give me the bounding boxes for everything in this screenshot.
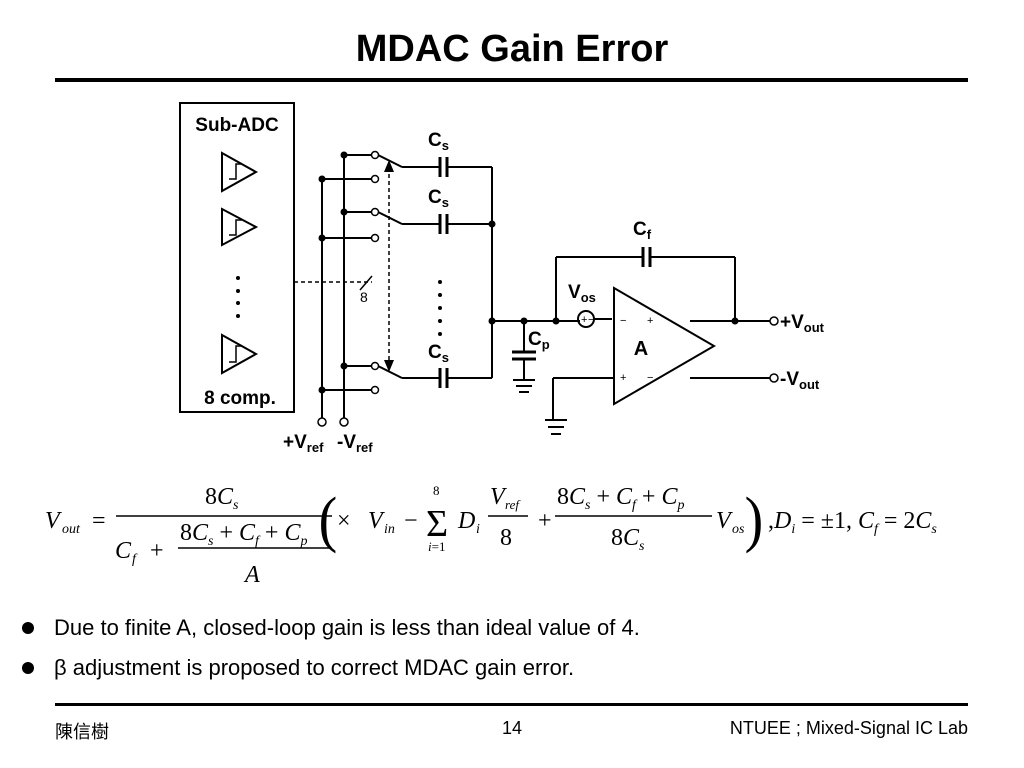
svg-text:8Cs + Cf + Cp: 8Cs + Cf + Cp <box>557 484 684 513</box>
bullet-text: β adjustment is proposed to correct MDAC… <box>54 655 575 680</box>
svg-text:−: − <box>404 508 418 534</box>
svg-text:Cs: Cs <box>428 342 449 365</box>
svg-text:Cs: Cs <box>428 130 449 153</box>
svg-text:V: V <box>368 508 385 534</box>
svg-text:-Vref: -Vref <box>337 432 373 455</box>
svg-text:Cs: Cs <box>428 187 449 210</box>
svg-text:8: 8 <box>433 483 440 498</box>
footer-lab: NTUEE ; Mixed-Signal IC Lab <box>729 718 968 738</box>
svg-text:f: f <box>132 552 138 567</box>
svg-text:+: + <box>150 538 164 564</box>
comparator-count-label: 8 comp. <box>204 388 276 409</box>
svg-text:8Cs + Cf + Cp: 8Cs + Cf + Cp <box>180 520 307 549</box>
svg-text:D: D <box>457 508 475 534</box>
svg-text:Vos: Vos <box>568 282 596 305</box>
svg-text:Cp: Cp <box>528 329 550 352</box>
svg-text:i: i <box>476 522 480 537</box>
svg-text:-Vout: -Vout <box>780 369 820 392</box>
svg-text:×: × <box>337 508 351 534</box>
svg-text:out: out <box>62 522 81 537</box>
svg-text:+: + <box>620 372 626 384</box>
svg-text:V: V <box>490 484 507 510</box>
footer-divider <box>55 703 968 706</box>
svg-text:8Cs: 8Cs <box>611 525 645 554</box>
gain-equation: V out = 8Cs 8Cs + Cf + Cp C f + A × ( V … <box>45 483 937 588</box>
svg-text:+Vref: +Vref <box>283 432 324 455</box>
svg-text:8Cs: 8Cs <box>205 484 239 513</box>
svg-text:A: A <box>634 338 648 360</box>
svg-text:Σ: Σ <box>426 503 448 545</box>
svg-text:V: V <box>45 508 62 534</box>
bullet-dot-icon <box>22 662 34 674</box>
svg-text:−: − <box>620 315 626 327</box>
svg-text:−: − <box>588 314 594 326</box>
svg-text:+: + <box>581 314 587 326</box>
subadc-box <box>179 102 295 413</box>
page-number: 14 <box>501 718 523 738</box>
footer-author: 陳信樹 <box>55 722 109 742</box>
svg-text:C: C <box>115 538 132 564</box>
subadc-label: Sub-ADC <box>195 115 279 136</box>
svg-text:+Vout: +Vout <box>780 312 825 335</box>
slide-title: MDAC Gain Error <box>355 28 669 70</box>
svg-text:+: + <box>538 508 552 534</box>
title-divider <box>55 78 968 82</box>
svg-text:i=1: i=1 <box>428 539 445 554</box>
svg-text:Cf: Cf <box>633 219 652 242</box>
svg-text:os: os <box>732 522 745 537</box>
bullet-text: Due to finite A, closed-loop gain is les… <box>54 615 640 640</box>
svg-text:8: 8 <box>360 289 368 305</box>
bullet-dot-icon <box>22 622 34 634</box>
svg-text:): ) <box>745 484 764 553</box>
svg-text:+: + <box>647 315 653 327</box>
svg-text:,Di = ±1, Cf = 2Cs: ,Di = ±1, Cf = 2Cs <box>768 508 937 537</box>
svg-text:in: in <box>384 522 395 537</box>
svg-text:ref: ref <box>505 497 521 512</box>
mdac-circuit-diagram: Sub-ADC 8 comp. Cs Cs Cs Cf Cp Vos A +Vo… <box>45 102 937 588</box>
svg-text:8: 8 <box>500 525 512 551</box>
svg-text:A: A <box>243 562 260 588</box>
svg-text:V: V <box>716 508 733 534</box>
svg-text:(: ( <box>319 484 338 553</box>
svg-text:−: − <box>647 372 653 384</box>
svg-text:=: = <box>92 508 106 534</box>
